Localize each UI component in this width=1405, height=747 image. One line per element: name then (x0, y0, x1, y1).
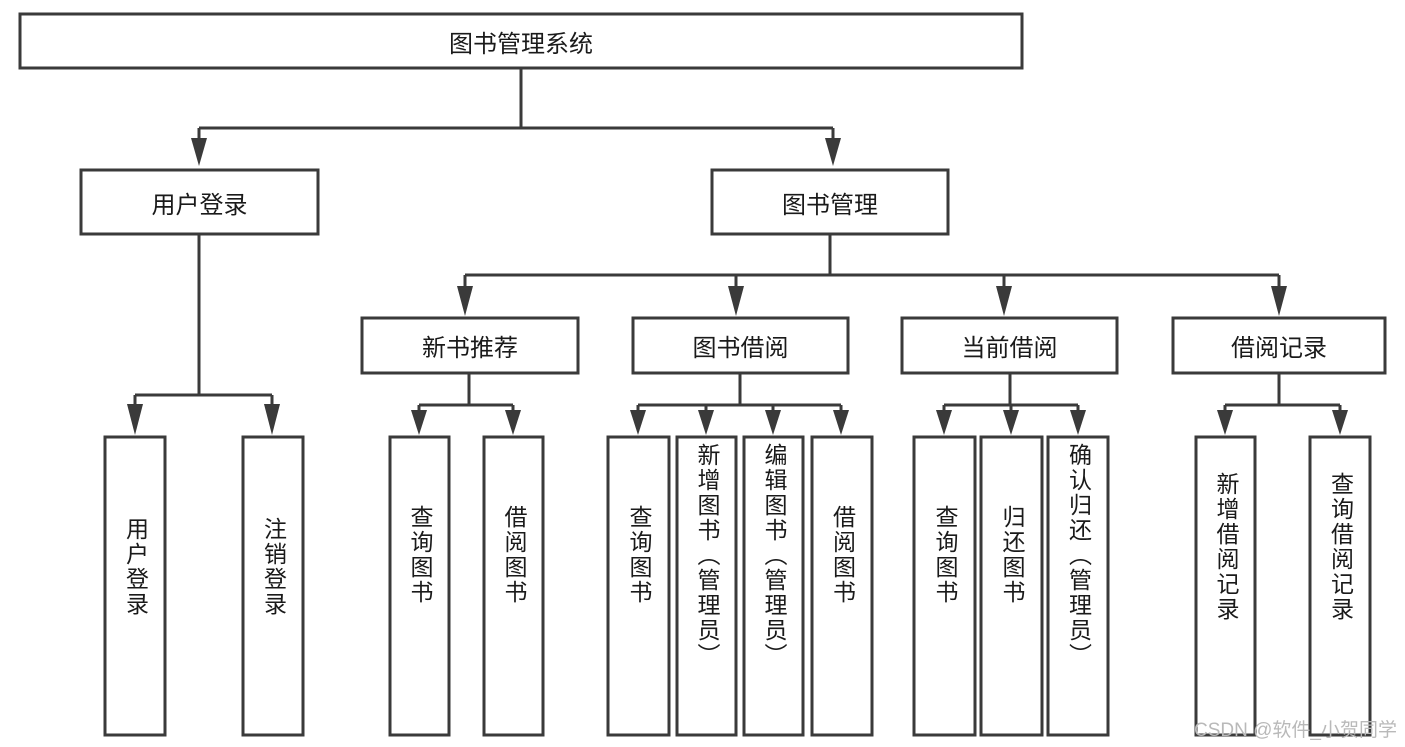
arrow-to-leaf-logout (264, 404, 280, 435)
arrow-to-leaf-confirm-return (1070, 410, 1086, 435)
node-box-leaf-add-record[interactable] (1194, 435, 1257, 737)
node-box-current-borrow[interactable] (900, 316, 1119, 375)
connector-current-borrow-to-leaves (936, 373, 1086, 435)
connector-user-login-to-leaves (127, 234, 280, 435)
arrow-to-leaf-borrow-book-1 (505, 410, 521, 435)
node-box-leaf-add-book[interactable] (675, 435, 738, 737)
arrow-to-leaf-return-book (1003, 410, 1019, 435)
arrow-to-leaf-edit-book (765, 410, 781, 435)
arrow-to-current-borrow (996, 286, 1012, 316)
arrow-root-to-user-login (191, 138, 207, 166)
arrow-to-borrow-record (1271, 286, 1287, 316)
connector-borrow-record-to-leaves (1217, 373, 1348, 435)
node-box-leaf-query-book-3[interactable] (912, 435, 977, 737)
arrow-to-leaf-query-book-3 (936, 410, 952, 435)
connector-book-borrow-to-leaves (630, 373, 849, 435)
node-box-new-book-recommend[interactable] (360, 316, 580, 375)
arrow-root-to-book-management (825, 138, 841, 166)
arrow-to-leaf-add-record (1217, 410, 1233, 435)
node-box-user-login[interactable] (79, 168, 320, 236)
node-box-leaf-query-book-1[interactable] (388, 435, 451, 737)
connector-book-management-to-level3 (457, 233, 1287, 316)
arrow-to-leaf-borrow-book-2 (833, 410, 849, 435)
node-box-leaf-return-book[interactable] (979, 435, 1044, 737)
node-box-leaf-query-book-2[interactable] (606, 435, 671, 737)
node-box-book-management[interactable] (710, 168, 950, 236)
node-box-leaf-query-record[interactable] (1308, 435, 1372, 737)
node-box-leaf-confirm-return[interactable] (1046, 435, 1110, 737)
node-box-leaf-user-login[interactable] (103, 435, 167, 737)
node-box-book-borrow[interactable] (631, 316, 850, 375)
node-box-leaf-logout[interactable] (241, 435, 305, 737)
node-box-root[interactable] (18, 12, 1024, 70)
connector-root-to-level2 (191, 67, 841, 166)
node-box-borrow-record[interactable] (1171, 316, 1387, 375)
arrow-to-leaf-query-record (1332, 410, 1348, 435)
arrow-to-leaf-query-book-1 (411, 410, 427, 435)
node-box-leaf-borrow-book-2[interactable] (810, 435, 874, 737)
connector-new-book-recommend-to-leaves (411, 373, 521, 435)
node-box-leaf-borrow-book-1[interactable] (482, 435, 545, 737)
arrow-to-book-borrow (728, 286, 744, 316)
arrow-to-leaf-query-book-2 (630, 410, 646, 435)
arrow-to-new-book-recommend (457, 286, 473, 316)
arrow-to-leaf-user-login (127, 404, 143, 435)
arrow-to-leaf-add-book (698, 410, 714, 435)
node-box-leaf-edit-book[interactable] (742, 435, 805, 737)
